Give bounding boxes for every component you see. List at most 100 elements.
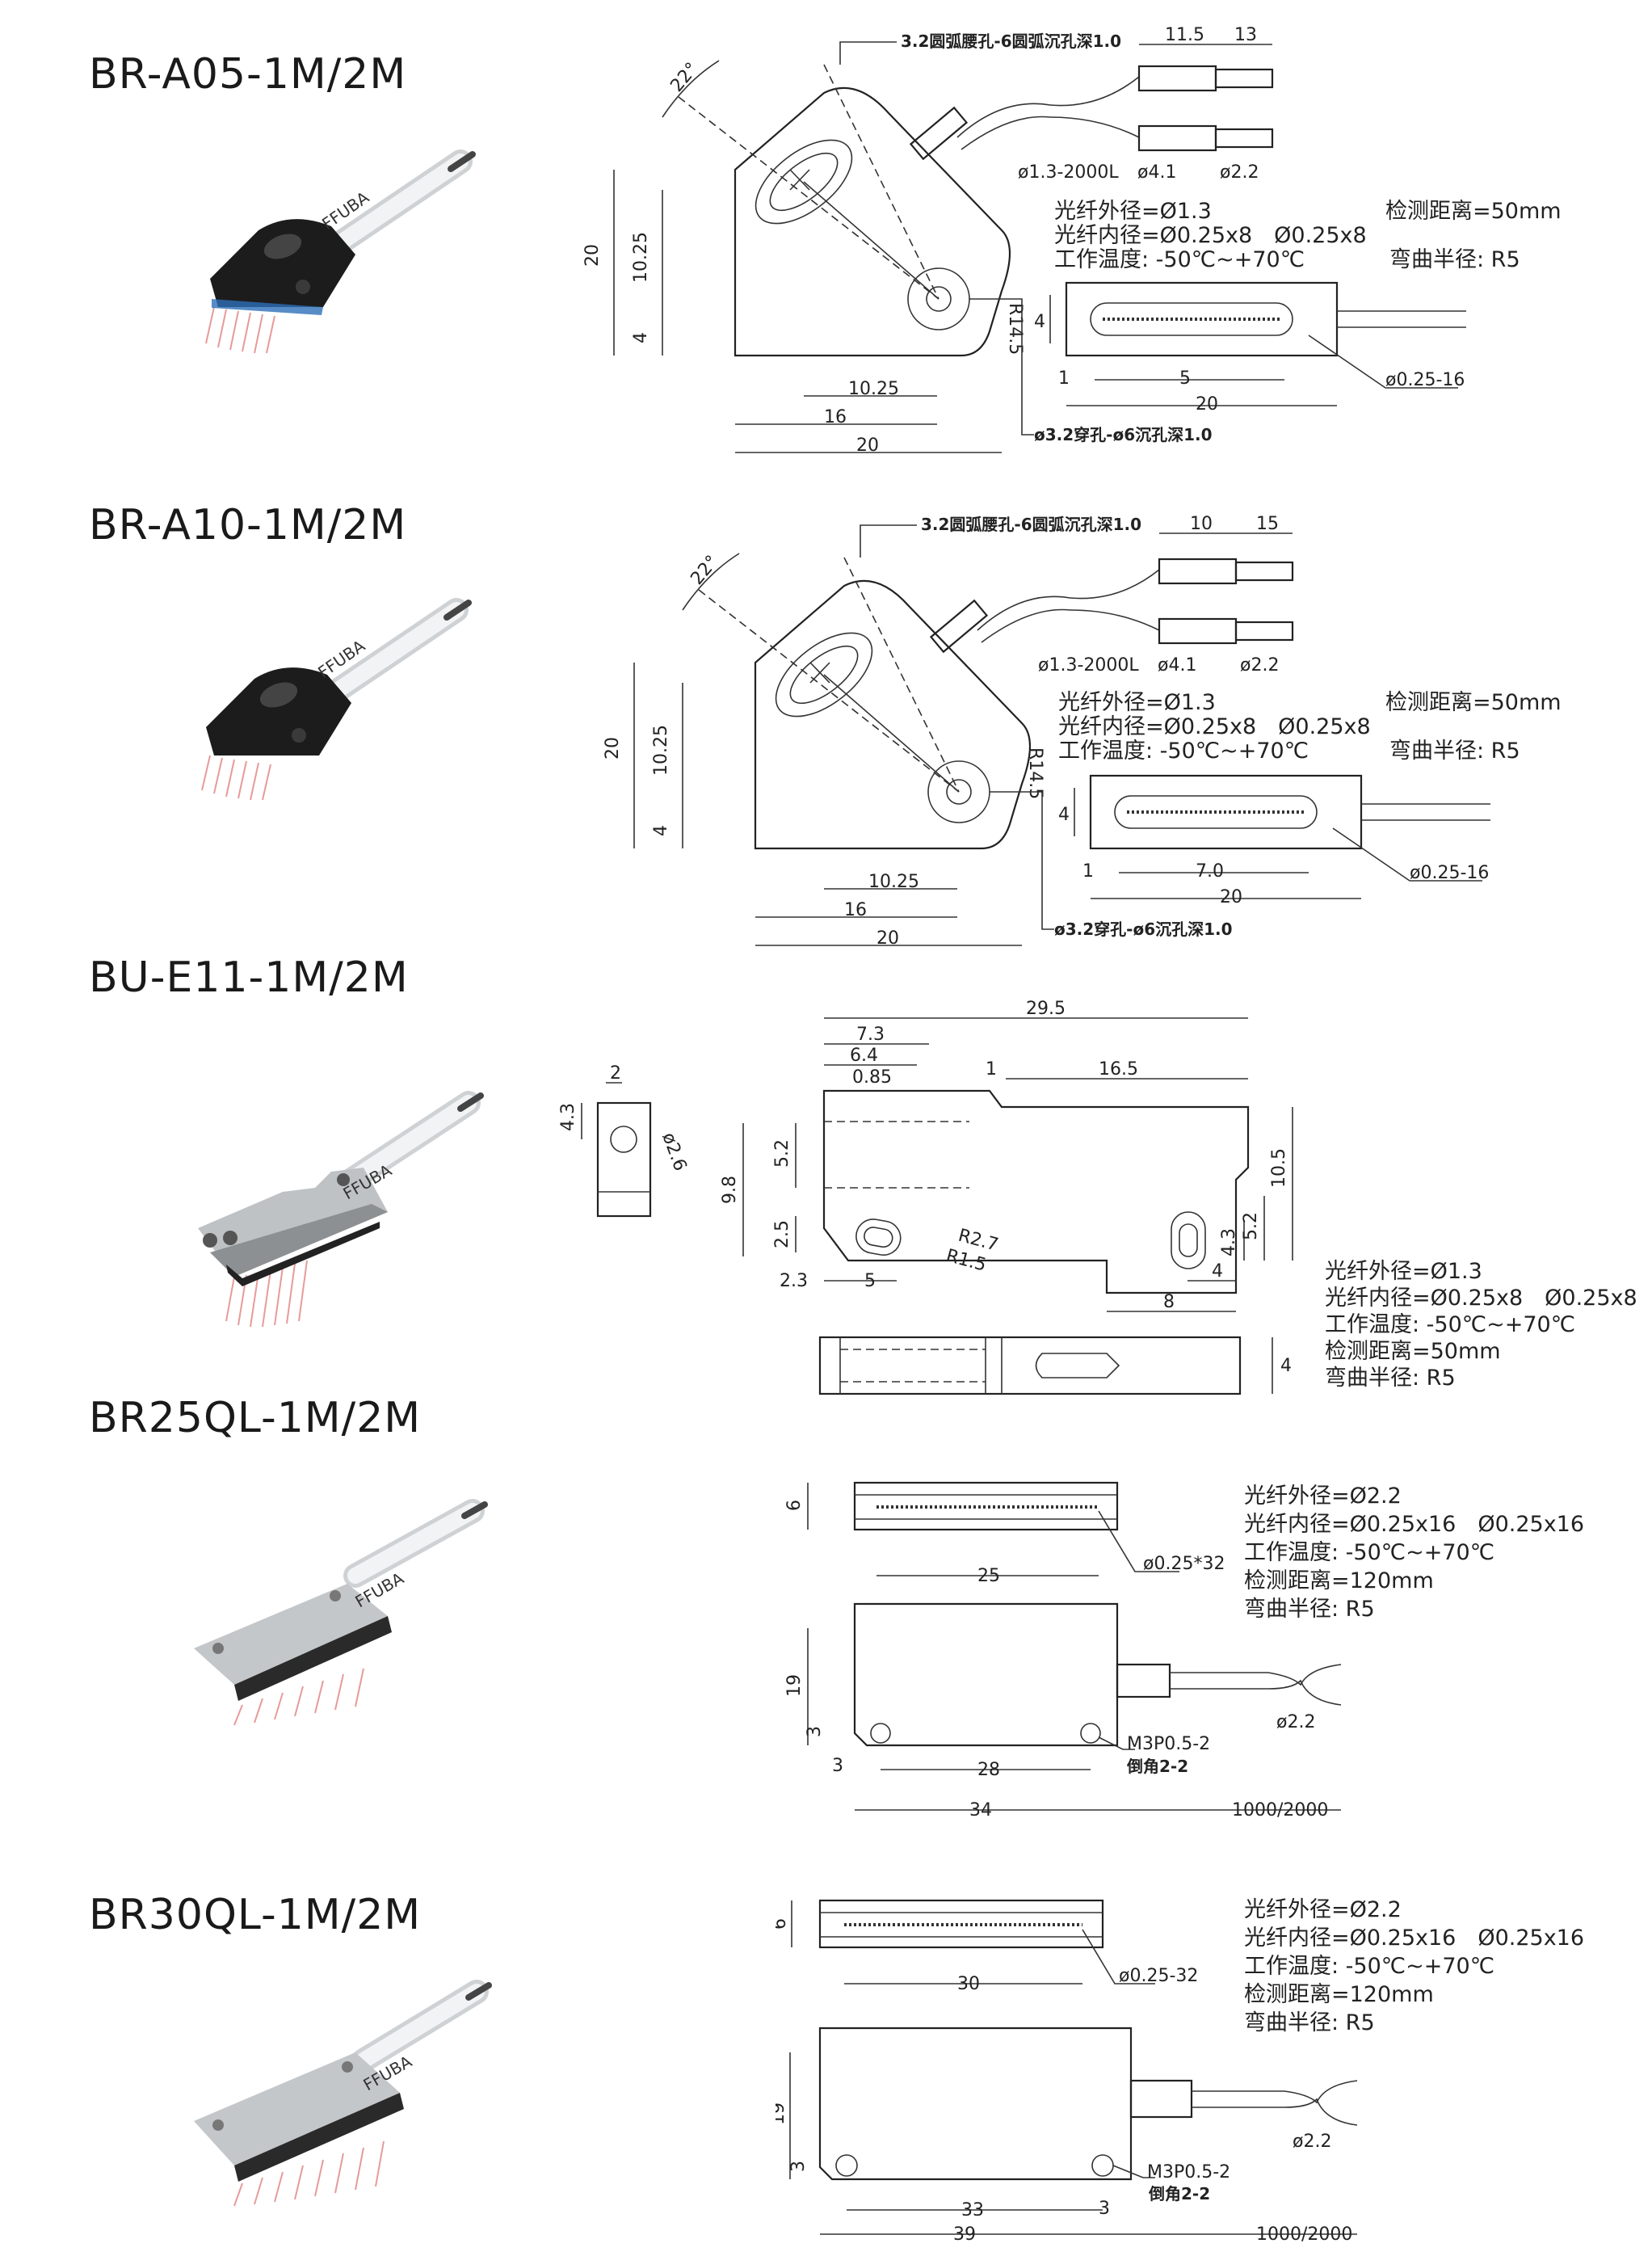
spec-line: 光纤内径=Ø0.25x16 Ø0.25x16 [1244,1926,1584,1951]
spec-line: 工作温度: -50℃~+70℃ [1054,247,1305,272]
spec-line: 光纤外径=Ø1.3 [1054,199,1212,224]
dim-a: 11.5 [1165,25,1204,45]
dim-d22: ø2.2 [1220,162,1259,183]
dim-length: ø1.3-2000L [1038,655,1139,676]
spec-line: 光纤内径=Ø0.25x8 Ø0.25x8 [1325,1286,1637,1311]
dim-a: 10 [1190,514,1213,534]
dim: 39 [953,2224,976,2245]
dim-20h: 20 [603,737,623,760]
callout-top: 3.2圆弧腰孔-6圆弧沉孔深1.0 [901,32,1121,51]
dim: 19 [776,2102,788,2125]
dim: 3 [832,1756,843,1776]
dim: 倒角2-2 [1148,2184,1210,2203]
sensor-photo: FFUBA [194,1980,492,2207]
mount-drawing: 3.2圆弧腰孔-6圆弧沉孔深1.0 22° 10 15 ø1.3-2000L ø… [603,514,1562,949]
dim: M3P0.5-2 [1127,1734,1210,1754]
array-drawing: 6 25 ø0.25*32 光纤外径=Ø2.2 光纤内径=Ø0.25x16 Ø0… [784,1481,1584,1820]
spec-line: 光纤内径=Ø0.25x16 Ø0.25x16 [1244,1512,1584,1537]
spec-line: 弯曲半径: R5 [1325,1366,1456,1391]
dim: 7.3 [856,1025,885,1045]
dim-1025h: 10.25 [631,232,651,283]
callout-top: 3.2圆弧腰孔-6圆弧沉孔深1.0 [921,515,1141,534]
dim: 倒角2-2 [1126,1757,1188,1776]
dim-head-1: 1 [1082,861,1094,882]
spec-line: 工作温度: -50℃~+70℃ [1244,1540,1494,1565]
sensor-photo: FFUBA [194,1499,488,1726]
dim: 3 [805,1726,825,1737]
dim-radius: R14.5 [1025,747,1045,799]
spec-line: 检测距离=120mm [1244,1568,1434,1593]
dim: 33 [961,2200,984,2220]
dim: 2.5 [772,1220,792,1248]
dim: 5.2 [1241,1212,1261,1240]
dim: 25 [977,1566,1000,1586]
dim: 4 [1212,1261,1223,1282]
dim-head-h: 4 [1034,312,1045,332]
dim: 8 [1163,1292,1175,1312]
spec-line: 弯曲半径: R5 [1244,1597,1375,1622]
spec-line: 光纤外径=Ø2.2 [1244,1897,1402,1922]
dim: 2.3 [780,1271,808,1291]
dim: 1000/2000 [1256,2224,1352,2245]
dim: 10.5 [1269,1148,1289,1188]
model-title: BR-A05-1M/2M [89,50,407,99]
dim: ø0.25*32 [1143,1554,1225,1574]
dim-d41: ø4.1 [1137,162,1176,183]
dim: ø2.2 [1293,2132,1331,2152]
dim: 1000/2000 [1232,1800,1328,1820]
model-title: BU-E11-1M/2M [89,953,409,1002]
dim-b: 13 [1234,25,1257,45]
dim-length: ø1.3-2000L [1018,162,1119,183]
callout-bottom: ø3.2穿孔-ø6沉孔深1.0 [1054,920,1233,939]
dim: 4.3 [558,1103,578,1131]
sensor-photo: FFUBA [201,598,472,801]
spec-line: 工作温度: -50℃~+70℃ [1325,1312,1575,1337]
model-title: BR-A10-1M/2M [89,501,407,549]
dim: 5 [864,1271,876,1291]
dim-1025w: 10.25 [868,872,919,892]
model-title: BR25QL-1M/2M [89,1394,422,1442]
sensor-photo: FFUBA [198,1091,484,1328]
mount-drawing: 3.2圆弧腰孔-6圆弧沉孔深1.0 22° 11.5 13 ø1.3-2000L… [582,25,1562,456]
dim: 34 [969,1800,992,1820]
dim-16w: 16 [844,900,867,920]
dim-head-5: 7.0 [1196,861,1224,882]
spec-line: 弯曲半径: R5 [1244,2010,1375,2035]
dim-d41: ø4.1 [1158,655,1196,676]
spec-line: 弯曲半径: R5 [1389,247,1520,272]
sensor-photo: FFUBA [205,149,476,354]
spec-line: 检测距离=120mm [1244,1982,1434,2007]
dim: 19 [784,1674,805,1697]
spec-line: 光纤内径=Ø0.25x8 Ø0.25x8 [1058,714,1371,739]
spec-line: 弯曲半径: R5 [1389,739,1520,764]
dim-head-20: 20 [1220,887,1242,907]
dim-20w: 20 [876,928,899,949]
dim-4h: 4 [631,332,651,343]
dim-head-5: 5 [1179,368,1191,389]
callout-bottom: ø3.2穿孔-ø6沉孔深1.0 [1034,425,1213,444]
dim-4h: 4 [651,825,671,836]
dim-16w: 16 [824,407,847,427]
spec-line: 检测距离=50mm [1325,1339,1501,1364]
dim: 1 [986,1059,997,1080]
dim: 30 [957,1974,980,1994]
dim: ø0.25-32 [1119,1966,1198,1986]
dim: 0.85 [852,1067,892,1088]
spec-line: 工作温度: -50℃~+70℃ [1058,739,1309,764]
spec-line: 工作温度: -50℃~+70℃ [1244,1954,1494,1979]
bracket-drawing: 2 4.3 ø2.6 29.5 7.3 6.4 0.85 1 16.5 9.8 … [558,999,1637,1395]
dim: 29.5 [1026,999,1066,1019]
dim: 6 [784,1500,805,1511]
dim: M3P0.5-2 [1147,2162,1230,2182]
model-title: BR30QL-1M/2M [89,1891,422,1939]
dim-20h: 20 [582,244,603,267]
dim-1025h: 10.25 [651,725,671,776]
dim: 28 [977,1760,1000,1780]
dim-20w: 20 [856,436,879,456]
array-drawing: 6 30 ø0.25-32 光纤外径=Ø2.2 光纤内径=Ø0.25x16 Ø0… [776,1897,1584,2245]
dim-head-fib: ø0.25-16 [1385,370,1465,390]
spec-line: 光纤外径=Ø1.3 [1325,1259,1482,1284]
dim-1025w: 10.25 [848,379,899,399]
spec-line: 检测距离=50mm [1385,690,1562,715]
dim: 3 [1099,2199,1110,2219]
